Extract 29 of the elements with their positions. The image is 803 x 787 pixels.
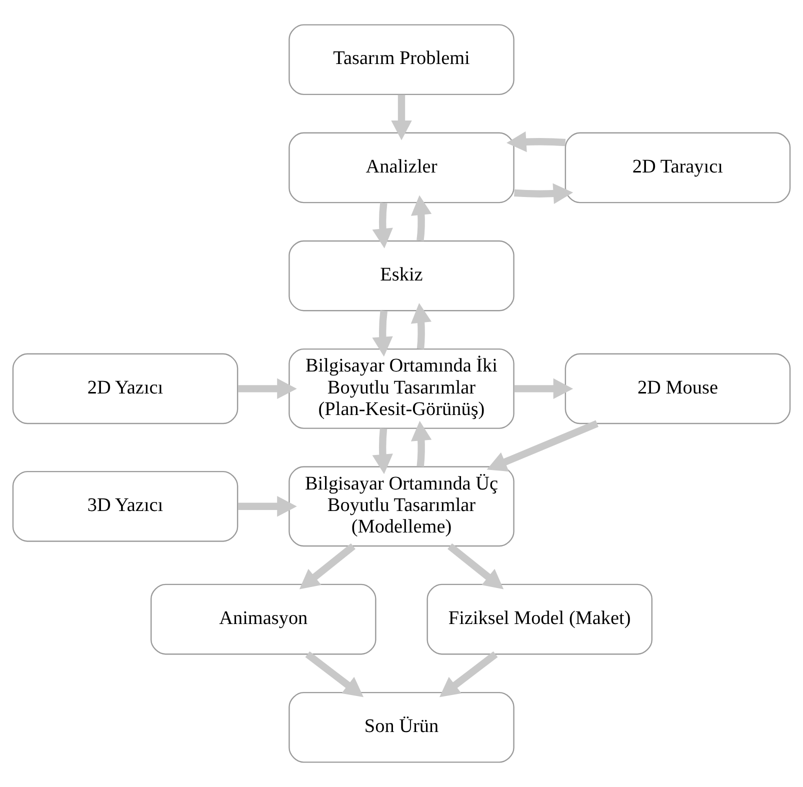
node-box: Analizler	[288, 132, 514, 204]
arrow	[372, 310, 393, 357]
node-box: 3D Yazıcı	[12, 470, 238, 542]
node-box: Son Ürün	[288, 692, 514, 763]
arrow	[299, 543, 356, 590]
arrow	[372, 202, 393, 248]
node-box: Bilgisayar Ortamında İki Boyutlu Tasarımlar (Plan-Kesit-Görünüş)	[288, 348, 514, 429]
node-box: Tasarım Problemi	[288, 24, 514, 96]
node-box: Fiziksel Model (Maket)	[426, 584, 652, 655]
arrow	[486, 420, 598, 472]
arrow	[410, 303, 432, 350]
arrow	[514, 378, 574, 400]
node-box: Animasyon	[150, 584, 376, 655]
arrow	[391, 94, 412, 140]
arrow	[506, 131, 566, 152]
arrow	[514, 183, 574, 204]
arrow	[238, 496, 297, 517]
node-box: Bilgisayar Ortamında Üç Boyutlu Tasarımlar (Modelleme)	[288, 466, 514, 547]
arrow	[410, 420, 432, 467]
arrow	[305, 651, 364, 698]
node-box: 2D Mouse	[564, 353, 791, 424]
node-box: Eskiz	[288, 240, 514, 312]
arrow	[448, 543, 504, 590]
arrow	[439, 651, 498, 698]
node-box: 2D Yazıcı	[12, 353, 238, 424]
arrow	[372, 428, 393, 474]
arrow	[410, 195, 432, 242]
arrow	[238, 378, 297, 400]
node-box: 2D Tarayıcı	[564, 132, 791, 204]
